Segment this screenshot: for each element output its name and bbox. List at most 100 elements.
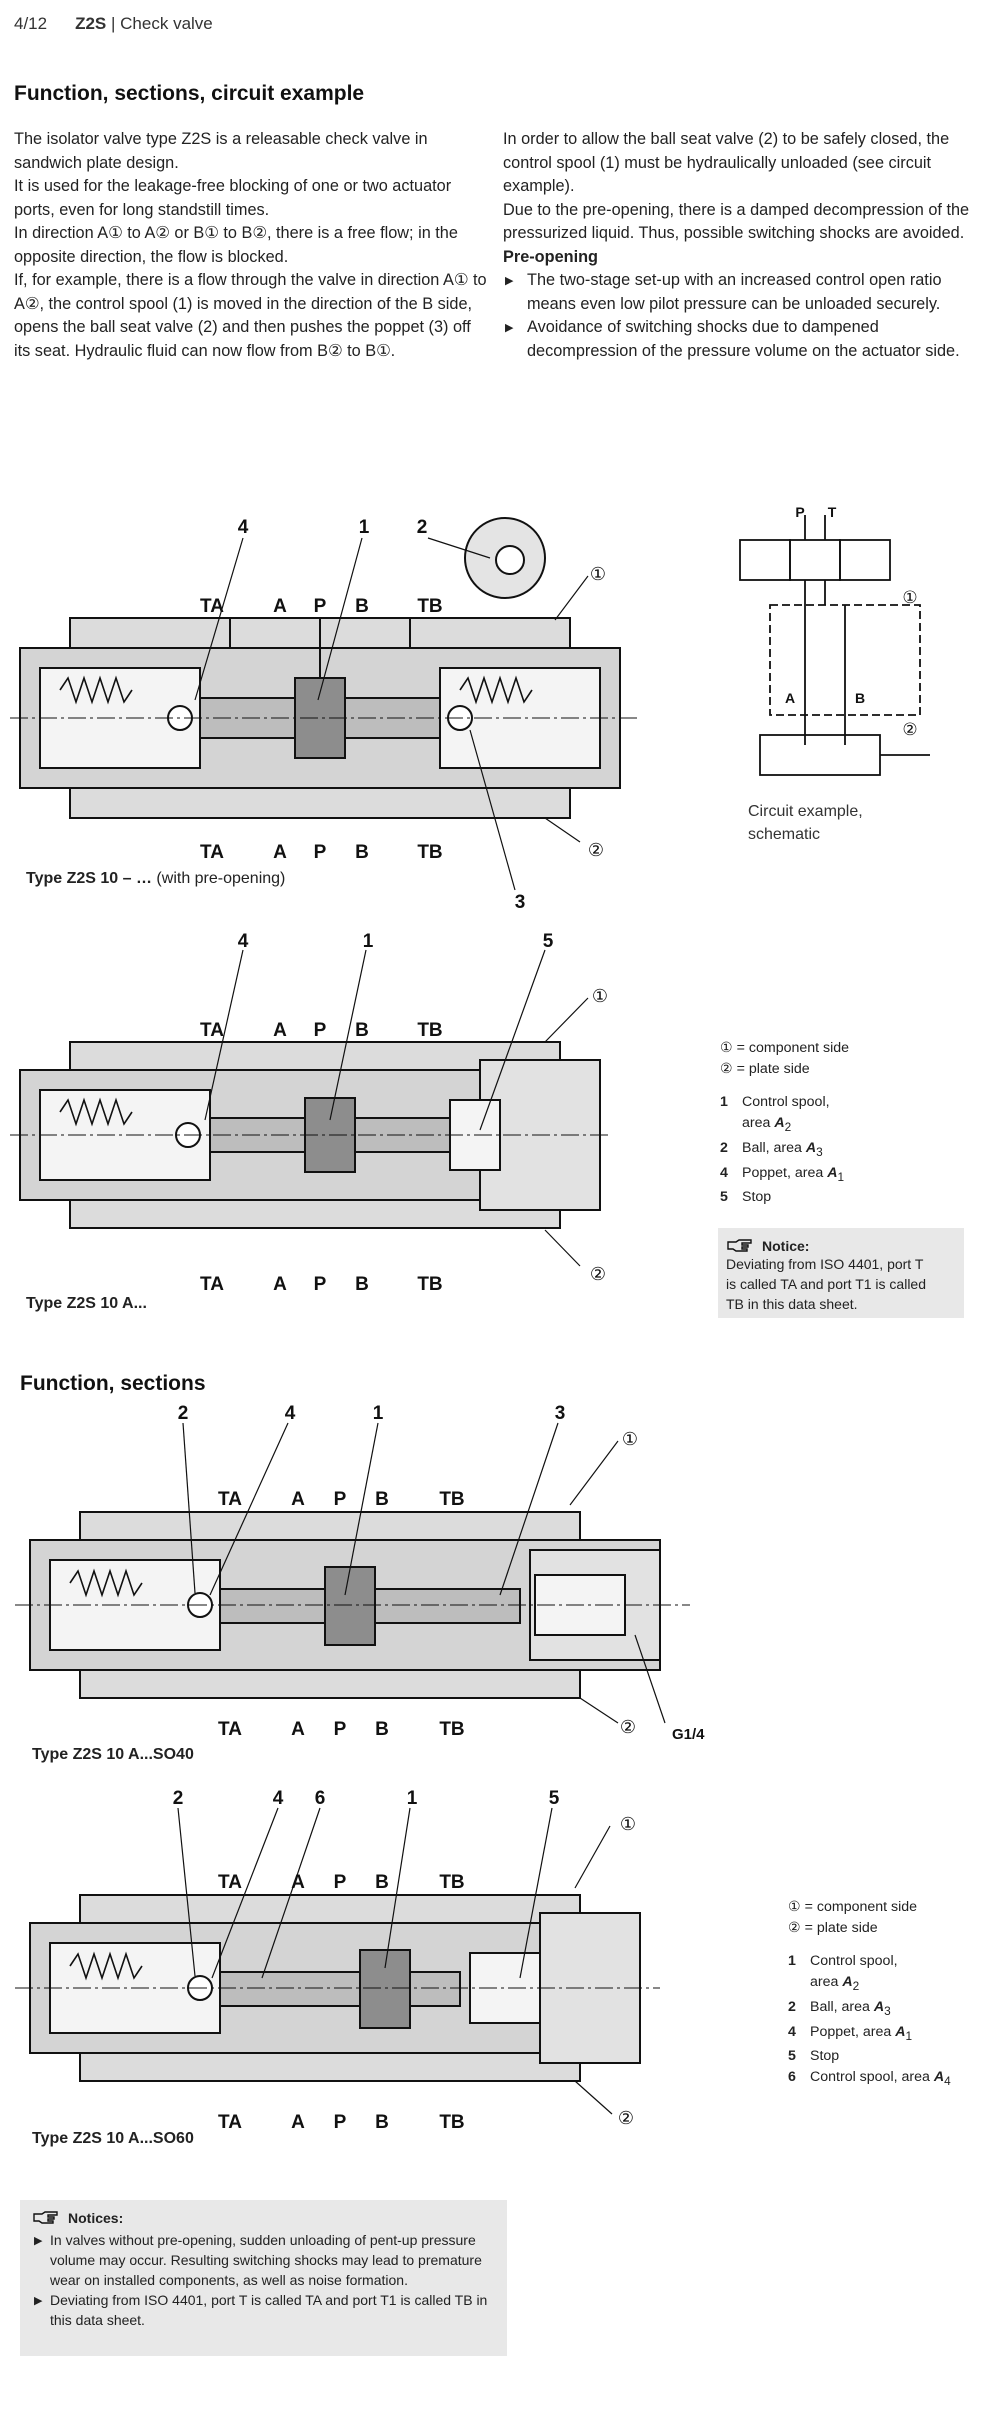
callout-number: 1 xyxy=(359,517,370,538)
leader-line xyxy=(209,1422,289,1596)
cylinder xyxy=(759,734,881,776)
legend-side: ② = plate side xyxy=(720,1061,810,1077)
port-label-top: TB xyxy=(439,1872,464,1893)
port-label-bottom: B xyxy=(355,842,369,863)
callout-number: 1 xyxy=(363,931,374,952)
leader-line xyxy=(544,817,581,843)
callout-number: 4 xyxy=(238,517,249,538)
list-item: Avoidance of switching shocks due to dam… xyxy=(503,316,981,363)
callout-number: 5 xyxy=(549,1788,560,1809)
port-label-bottom: TB xyxy=(417,1274,442,1295)
spring xyxy=(69,1951,143,1981)
valve-body-top xyxy=(69,1041,561,1071)
figure-caption: Type Z2S 10 A...SO60 xyxy=(32,2130,194,2148)
circuit-label: A xyxy=(785,690,795,706)
callout-number: 1 xyxy=(373,1405,384,1424)
port-label-bottom: A xyxy=(291,2112,305,2133)
valve-body-bottom xyxy=(69,1199,561,1229)
pointing-hand-icon xyxy=(727,1239,752,1252)
valve-body-top xyxy=(79,1511,581,1541)
right-spring xyxy=(459,675,533,705)
port-label-bottom: TB xyxy=(439,1719,464,1740)
callout-number: 6 xyxy=(315,1788,326,1809)
leader-line xyxy=(544,997,589,1043)
list-item: In valves without pre-opening, sudden un… xyxy=(32,2230,495,2290)
leader-line xyxy=(544,1229,581,1267)
leader-line xyxy=(574,1825,611,1889)
notice-box: Notice: Deviating from ISO 4401, port T … xyxy=(718,1228,964,1318)
section-heading-1: Function, sections, circuit example xyxy=(14,82,365,105)
leader-line xyxy=(204,949,244,1121)
port-label-bottom: P xyxy=(334,2112,347,2133)
port-label-bottom: B xyxy=(375,1719,389,1740)
leader-line xyxy=(519,1807,553,1979)
legend-side: ① = component side xyxy=(788,1899,918,1915)
leader-line xyxy=(211,1807,279,1979)
side-mark: ① xyxy=(622,1429,638,1449)
port-label-top: A xyxy=(291,1872,305,1893)
intro-paragraph: In order to allow the ball seat valve (2… xyxy=(503,130,950,195)
port-label-top: A xyxy=(273,1020,287,1041)
callout-number: 4 xyxy=(238,931,249,952)
port-label-bottom: TB xyxy=(417,842,442,863)
leader-line xyxy=(469,729,516,891)
side-mark: ② xyxy=(588,840,604,860)
leader-line xyxy=(194,537,244,701)
legend-side: ① = component side xyxy=(720,1040,850,1056)
spring xyxy=(59,1097,133,1127)
leader-line xyxy=(574,2080,613,2115)
caption-note: (with pre-opening) xyxy=(151,870,286,887)
leader-line xyxy=(182,1422,196,1594)
page-number: 4/12 xyxy=(14,14,48,33)
valve-box xyxy=(739,539,791,581)
section-drawing-so60: TA A P B TB TA A P B TB 2 4 6 1 5 ① ② xyxy=(15,1788,660,2133)
notice-line: is called TA and port T1 is called xyxy=(726,1276,926,1292)
header-separator: | xyxy=(106,14,121,33)
callout-number: 2 xyxy=(173,1788,184,1809)
intro-paragraph: If, for example, there is a flow through… xyxy=(14,271,487,360)
valve-box xyxy=(839,539,891,581)
valve-box xyxy=(789,539,841,581)
section-drawing-z2s10a: TA A P B TB TA A P B TB 4 1 5 ① ② xyxy=(10,931,610,1295)
port-label-bottom: TA xyxy=(200,842,224,863)
port-label-top: A xyxy=(291,1489,305,1510)
callout-number: 4 xyxy=(285,1405,296,1424)
circuit-caption: Circuit example, schematic xyxy=(748,800,863,846)
section-drawing-so40: TA A P B TB TA A P B TB 2 4 1 3 ① ② G1/4 xyxy=(15,1405,705,1743)
port-label-top: B xyxy=(375,1872,389,1893)
notice-title: Notice: xyxy=(762,1238,810,1254)
valve-body-top xyxy=(79,1894,581,1924)
intro-paragraph: The isolator valve type Z2S is a releasa… xyxy=(14,130,428,172)
section-drawing-z2s10: TA A P B TB TA A P B TB 4 1 2 3 ① ② xyxy=(10,517,640,913)
notices-list: In valves without pre-opening, sudden un… xyxy=(32,2230,495,2330)
side-mark: ② xyxy=(620,1717,636,1737)
port-label-bottom: A xyxy=(273,842,287,863)
list-item: Deviating from ISO 4401, port T is calle… xyxy=(32,2290,495,2330)
intro-paragraph: In direction A① to A② or B① to B②, there… xyxy=(14,224,458,266)
callout-number: 2 xyxy=(178,1405,189,1424)
circuit-caption-line: Circuit example, xyxy=(748,803,863,820)
leader-line xyxy=(317,537,363,701)
port-label-top: TB xyxy=(417,596,442,617)
leader-line xyxy=(479,949,546,1131)
spring xyxy=(69,1568,143,1598)
leader-line xyxy=(499,1422,559,1596)
header-title: Check valve xyxy=(120,14,213,33)
port-label-top: TB xyxy=(439,1489,464,1510)
port-label-top: P xyxy=(334,1489,347,1510)
port-label-bottom: A xyxy=(291,1719,305,1740)
leader-line xyxy=(634,1634,666,1724)
notice-title: Notices: xyxy=(68,2210,124,2226)
port-label-bottom: P xyxy=(334,1719,347,1740)
caption-type: Type Z2S 10 A...SO60 xyxy=(32,2130,194,2147)
port-label-top: A xyxy=(273,596,287,617)
